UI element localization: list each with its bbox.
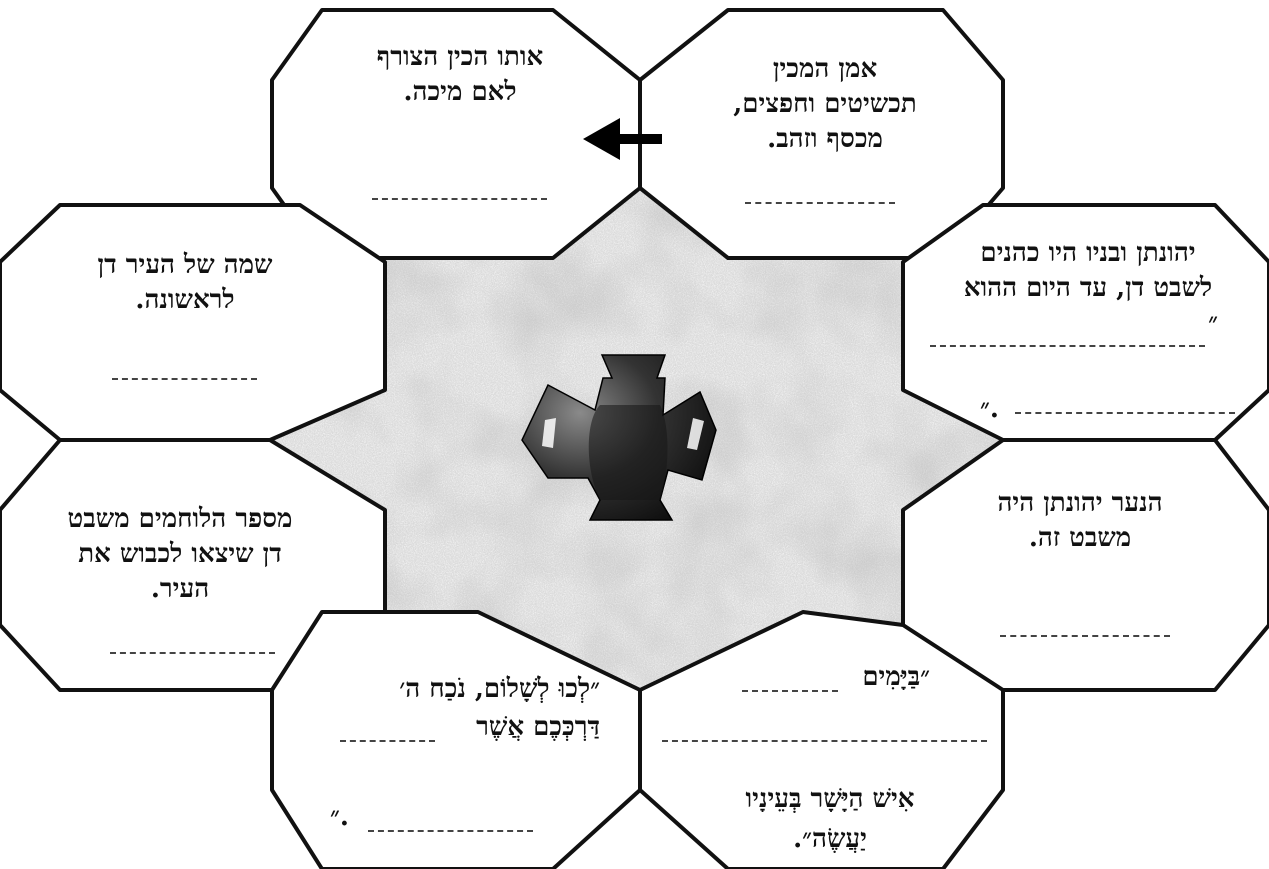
cell-mid-left-line2: לראשונה. bbox=[40, 283, 330, 318]
mid-right-closing-quote: .״ bbox=[980, 392, 1020, 427]
cell-top-right: אמן המכין תכשיטים וחפצים, מכסף וזהב. bbox=[690, 52, 960, 157]
cell-mid-right-line3: ״ bbox=[918, 306, 1258, 341]
cell-mid-left-line1: שמה של העיר דן bbox=[40, 248, 330, 283]
bottom-left-closing-quote: .״ bbox=[330, 800, 370, 835]
cell-mid-right-line1: יהונתן ובניו היו כהנים bbox=[918, 236, 1258, 271]
cell-low-left-line1: מספר הלוחמים משבט bbox=[30, 502, 330, 537]
answer-blank-bottom-left-2[interactable] bbox=[368, 830, 533, 832]
answer-blank-low-left[interactable] bbox=[110, 652, 275, 654]
answer-blank-bottom-right-2[interactable] bbox=[662, 740, 987, 742]
cell-top-right-line3: מכסף וזהב. bbox=[690, 122, 960, 157]
cell-low-left: מספר הלוחמים משבט דן שיצאו לכבוש את העיר… bbox=[30, 502, 330, 607]
cell-low-right-line2: משבט זה. bbox=[930, 521, 1230, 556]
cell-low-left-line2: דן שיצאו לכבוש את bbox=[30, 537, 330, 572]
cell-low-right: הנער יהונתן היה משבט זה. bbox=[930, 486, 1230, 556]
octagon-low-right bbox=[903, 440, 1269, 690]
answer-blank-bottom-right-1[interactable] bbox=[742, 690, 838, 692]
answer-blank-low-right[interactable] bbox=[1000, 635, 1170, 637]
cell-top-left: אותו הכין הצורף לאם מיכה. bbox=[310, 40, 610, 110]
answer-blank-bottom-left-1[interactable] bbox=[340, 740, 435, 742]
cell-top-left-line2: לאם מיכה. bbox=[310, 75, 610, 110]
cell-mid-right: יהונתן ובניו היו כהנים לשבט דן, עד היום … bbox=[918, 236, 1258, 341]
answer-blank-mid-right-2[interactable] bbox=[1015, 412, 1235, 414]
answer-blank-top-right[interactable] bbox=[745, 202, 895, 204]
cell-bottom-right-line3: יַעֲשֶׂה״. bbox=[680, 822, 980, 857]
answer-blank-top-left[interactable] bbox=[372, 198, 547, 200]
cell-bottom-right-line2: אִישׁ הַיָּשָׁר בְּעֵינָיו bbox=[680, 782, 980, 817]
cell-mid-left: שמה של העיר דן לראשונה. bbox=[40, 248, 330, 318]
cell-top-right-line1: אמן המכין bbox=[690, 52, 960, 87]
cell-low-right-line1: הנער יהונתן היה bbox=[930, 486, 1230, 521]
cell-top-left-line1: אותו הכין הצורף bbox=[310, 40, 610, 75]
cell-top-right-line2: תכשיטים וחפצים, bbox=[690, 87, 960, 122]
answer-blank-mid-left[interactable] bbox=[112, 378, 257, 380]
octagon-mid-left bbox=[0, 205, 385, 440]
cell-mid-right-line2: לשבט דן, עד היום ההוא bbox=[918, 271, 1258, 306]
cell-bottom-left-line1: ״לְכוּ לְשָׁלוֹם, נֹכַח ה׳ bbox=[300, 672, 600, 707]
cell-low-left-line3: העיר. bbox=[30, 572, 330, 607]
answer-blank-mid-right-1[interactable] bbox=[930, 345, 1205, 347]
